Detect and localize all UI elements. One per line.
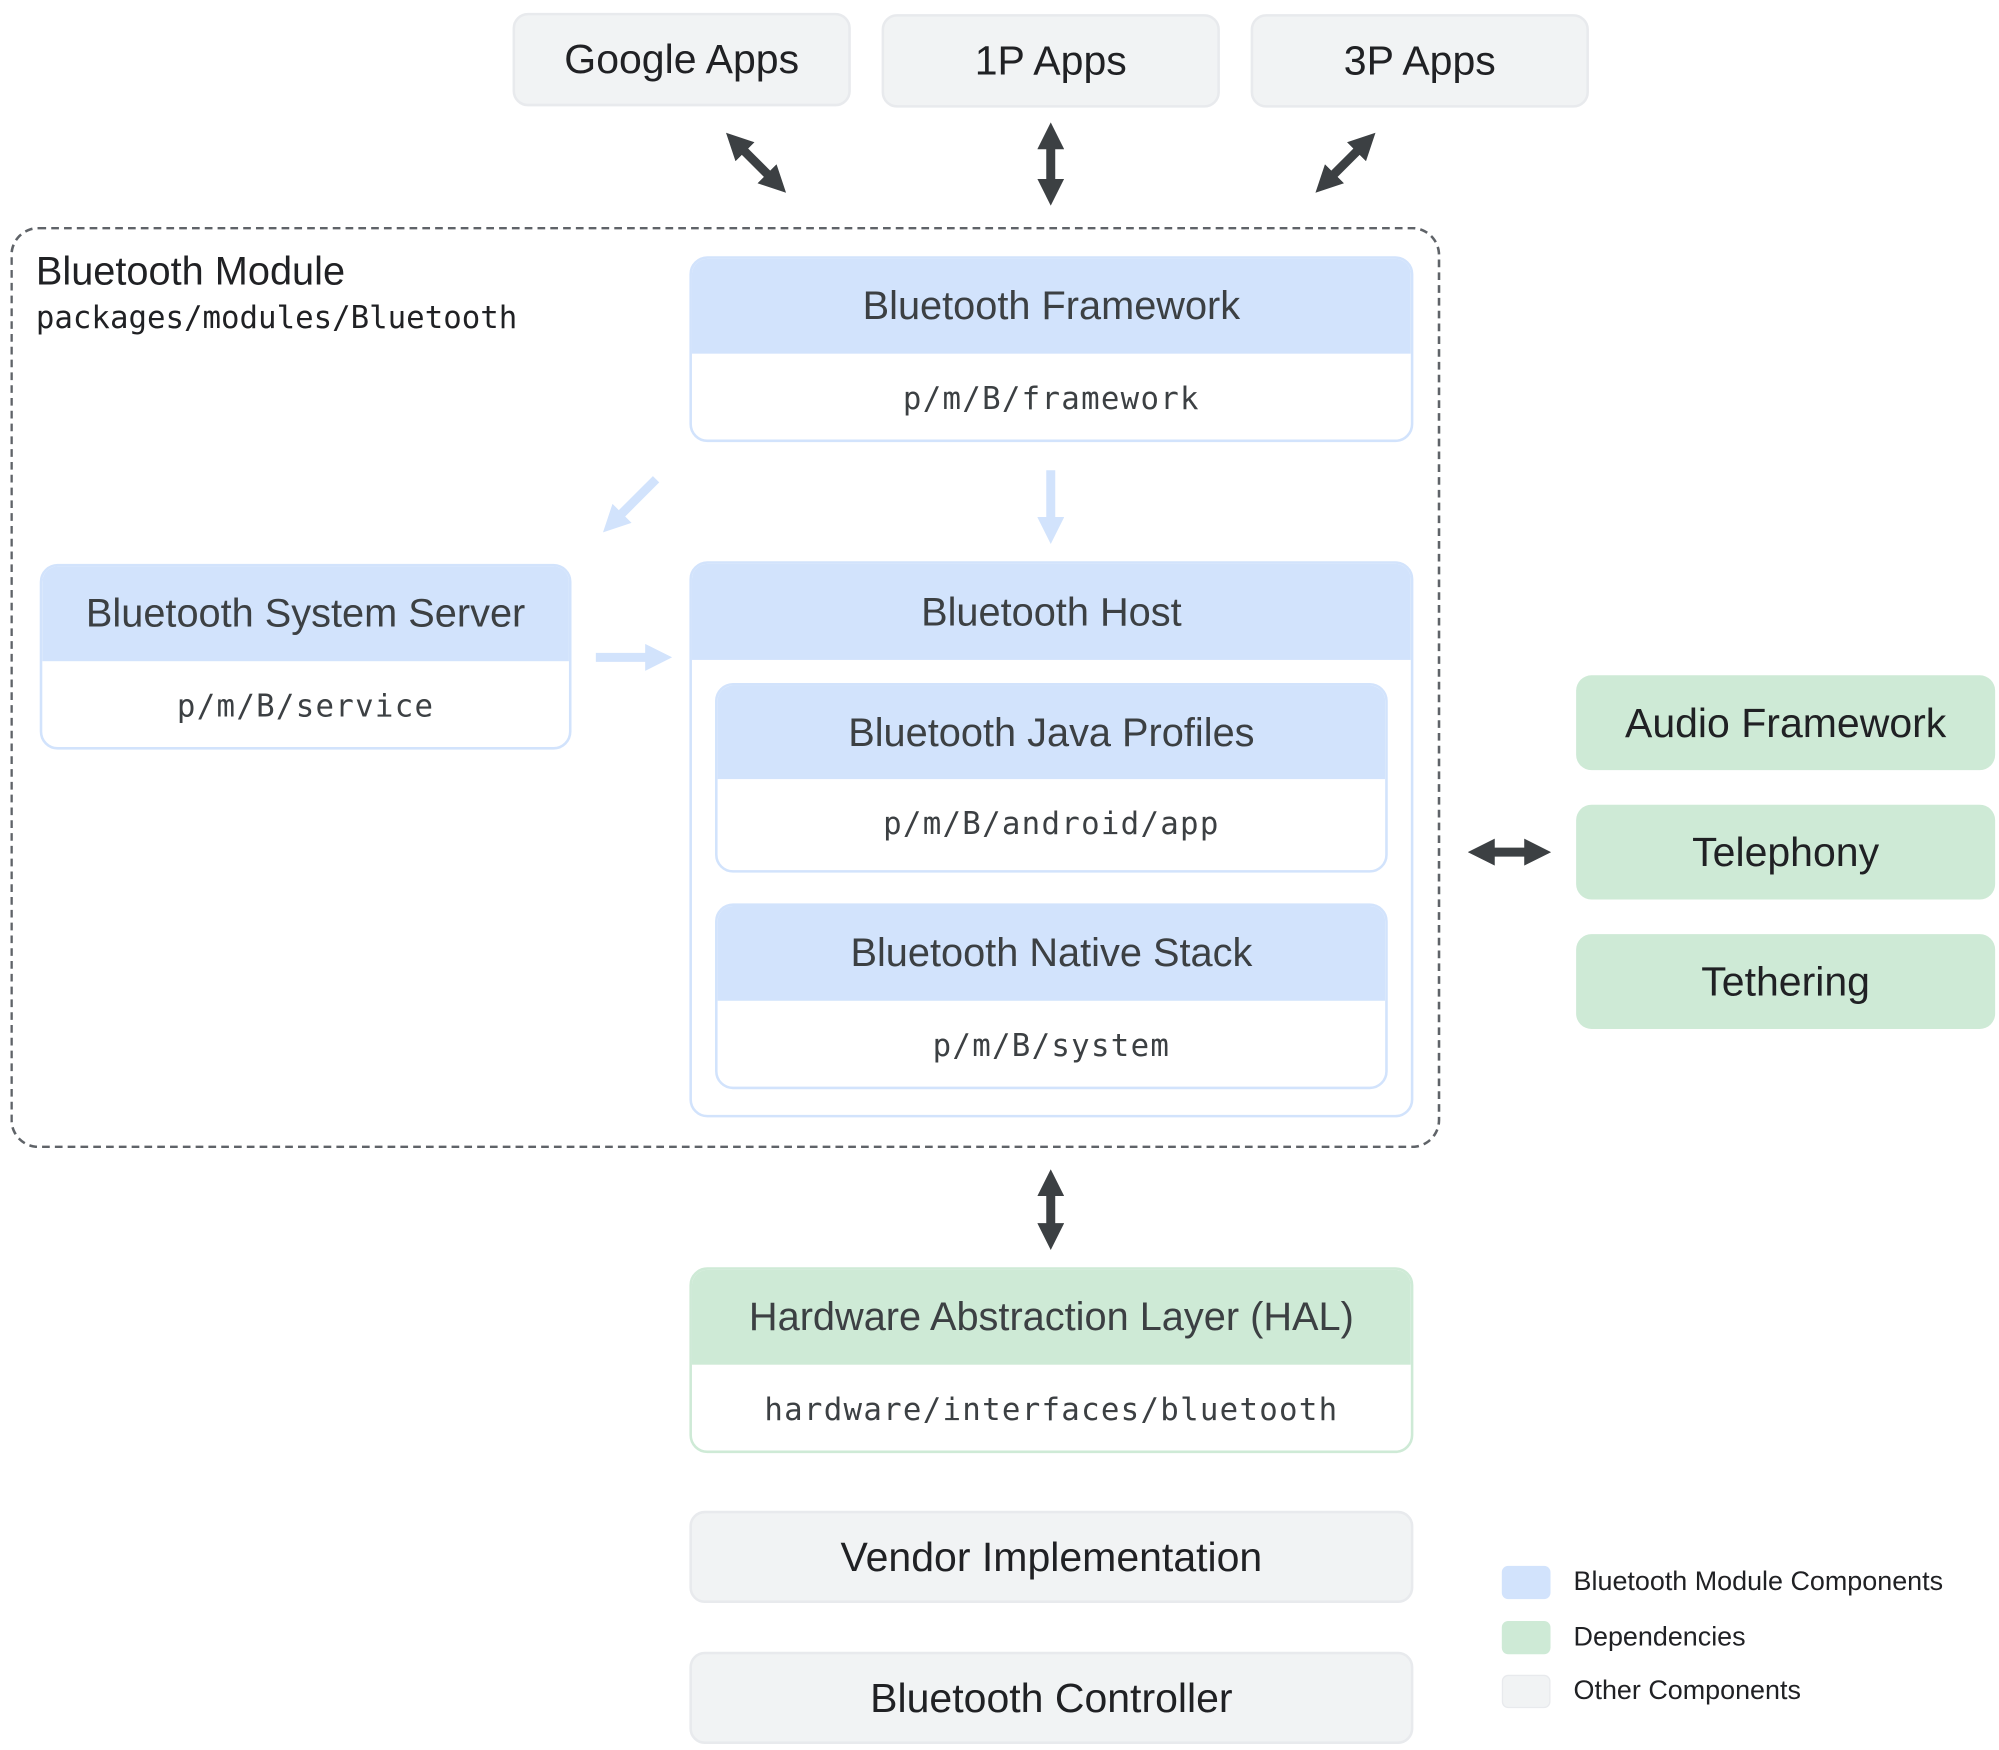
hal-box: Hardware Abstraction Layer (HAL) hardwar… bbox=[689, 1267, 1414, 1454]
legend-swatch-other bbox=[1501, 1674, 1551, 1709]
arrow-3p-apps bbox=[1315, 132, 1376, 193]
bluetooth-module-boundary bbox=[10, 226, 1441, 1149]
legend-label-module: Bluetooth Module Components bbox=[1573, 1567, 1944, 1597]
arrow-framework-to-server bbox=[602, 476, 660, 533]
tethering-box: Tethering bbox=[1576, 934, 1996, 1029]
bluetooth-system-server-box: Bluetooth System Server p/m/B/service bbox=[39, 563, 572, 750]
system-server-path: p/m/B/service bbox=[176, 688, 435, 724]
native-stack-path: p/m/B/system bbox=[932, 1027, 1171, 1064]
hal-title: Hardware Abstraction Layer (HAL) bbox=[691, 1269, 1411, 1365]
google-apps-box: Google Apps bbox=[512, 12, 851, 107]
vendor-implementation-box: Vendor Implementation bbox=[689, 1510, 1414, 1604]
1p-apps-box: 1P Apps bbox=[881, 14, 1220, 108]
legend-swatch-dependencies bbox=[1501, 1620, 1551, 1655]
framework-title: Bluetooth Framework bbox=[691, 258, 1411, 354]
3p-apps-box: 3P Apps bbox=[1250, 14, 1589, 108]
arrow-google-apps bbox=[726, 132, 787, 193]
module-title: Bluetooth Module bbox=[35, 248, 346, 294]
java-profiles-path: p/m/B/android/app bbox=[883, 806, 1220, 842]
module-path: packages/modules/Bluetooth bbox=[35, 299, 518, 336]
bluetooth-java-profiles-box: Bluetooth Java Profiles p/m/B/android/ap… bbox=[715, 682, 1388, 873]
telephony-box: Telephony bbox=[1576, 804, 1996, 900]
legend-label-other: Other Components bbox=[1573, 1676, 1801, 1706]
system-server-title: Bluetooth System Server bbox=[42, 566, 569, 662]
hal-path: hardware/interfaces/bluetooth bbox=[764, 1391, 1339, 1428]
framework-path: p/m/B/framework bbox=[902, 380, 1200, 417]
native-stack-title: Bluetooth Native Stack bbox=[717, 905, 1386, 1001]
legend-swatch-module bbox=[1501, 1565, 1551, 1600]
legend-label-dependencies: Dependencies bbox=[1573, 1622, 1746, 1652]
java-profiles-title: Bluetooth Java Profiles bbox=[717, 685, 1386, 780]
host-title: Bluetooth Host bbox=[691, 563, 1411, 660]
audio-framework-box: Audio Framework bbox=[1576, 675, 1996, 771]
bluetooth-framework-box: Bluetooth Framework p/m/B/framework bbox=[689, 256, 1414, 443]
bluetooth-native-stack-box: Bluetooth Native Stack p/m/B/system bbox=[715, 903, 1388, 1090]
bluetooth-controller-box: Bluetooth Controller bbox=[689, 1651, 1414, 1744]
